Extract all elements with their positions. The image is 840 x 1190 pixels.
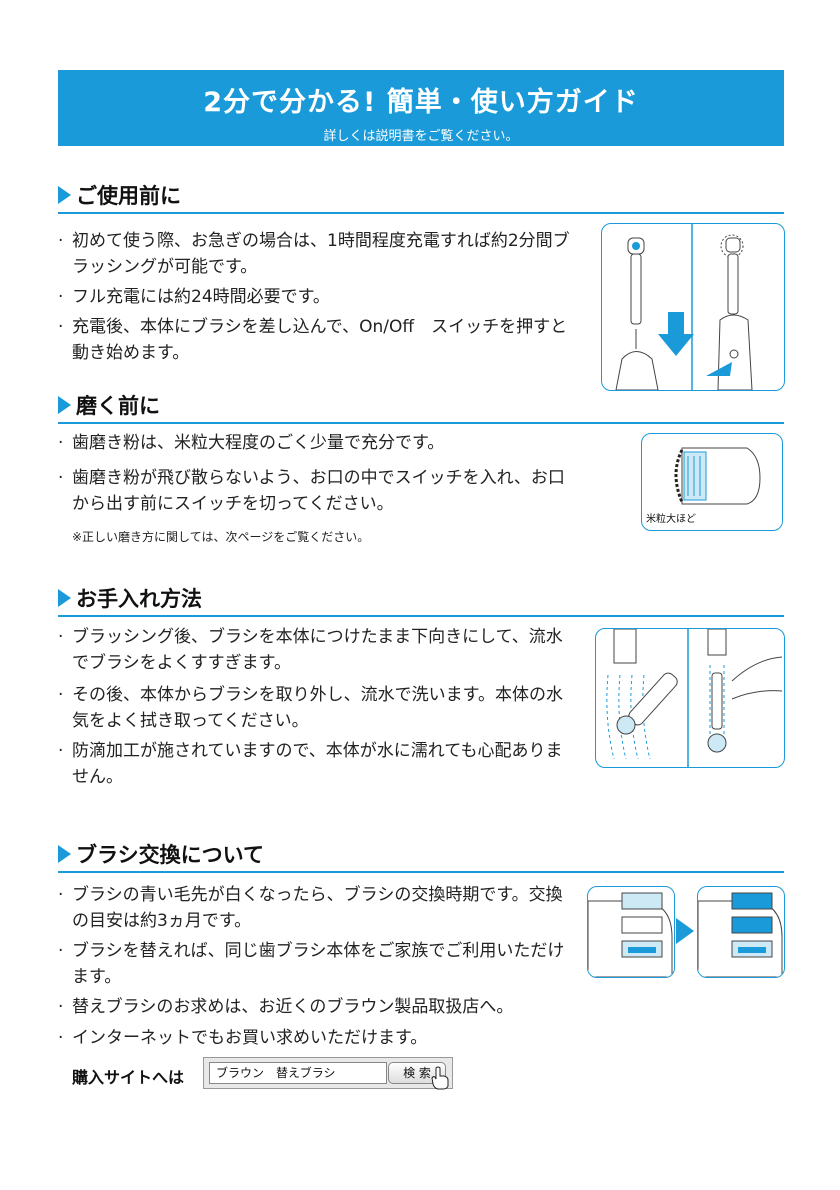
purchase-label: 購入サイトへは	[72, 1068, 185, 1087]
bullet-item: ·初めて使う際、お急ぎの場合は、1時間程度充電すれば約2分間ブラッシングが可能で…	[58, 231, 570, 277]
new-brush-illustration	[697, 886, 785, 978]
search-input[interactable]: ブラウン 替えブラシ	[209, 1062, 387, 1084]
bullet-item: ·ブラシの青い毛先が白くなったら、ブラシの交換時期です。交換の目安は約3ヵ月です…	[58, 885, 563, 931]
section-heading: ご使用前に	[76, 184, 181, 208]
guide-title: 2分で分かる! 簡単・使い方ガイド	[203, 87, 639, 118]
section-before-use: ご使用前に	[58, 180, 784, 214]
bullet-item: ·防滴加工が施されていますので、本体が水に濡れても心配ありません。	[58, 741, 563, 787]
search-button[interactable]: 検 索	[388, 1062, 446, 1084]
bullet-item: ·インターネットでもお買い求めいただけます。	[58, 1028, 428, 1048]
brushing-note: ※正しい磨き方に関しては、次ページをご覧ください。	[72, 530, 370, 544]
arrow-right-icon	[676, 918, 694, 944]
section-brush-replacement: ブラシ交換について	[58, 839, 784, 873]
triangle-marker-icon	[58, 186, 71, 204]
triangle-marker-icon	[58, 589, 71, 607]
toothpaste-amount-illustration: 米粒大ほど	[641, 433, 783, 531]
section-before-brushing: 磨く前に	[58, 390, 784, 424]
hand-cursor-icon	[431, 1066, 449, 1090]
triangle-marker-icon	[58, 845, 71, 863]
bullet-item: ·充電後、本体にブラシを差し込んで、On/Off スイッチを押すと動き始めます。	[58, 317, 568, 363]
bullet-item: ·歯磨き粉が飛び散らないよう、お口の中でスイッチを入れ、お口から出す前にスイッチ…	[58, 468, 565, 514]
bullet-item: ·ブラッシング後、ブラシを本体につけたまま下向きにして、流水でブラシをよくすすぎ…	[58, 627, 563, 673]
worn-brush-illustration	[587, 886, 675, 978]
bullet-item: ·その後、本体からブラシを取り外し、流水で洗います。本体の水気をよく拭き取ってく…	[58, 685, 563, 731]
section-heading: お手入れ方法	[76, 587, 202, 611]
bullet-item: ·替えブラシのお求めは、お近くのブラウン製品取扱店へ。	[58, 997, 514, 1017]
section-heading: 磨く前に	[76, 394, 160, 418]
search-bar: ブラウン 替えブラシ 検 索	[203, 1057, 453, 1089]
bullet-item: ·フル充電には約24時間必要です。	[58, 287, 330, 307]
triangle-marker-icon	[58, 396, 71, 414]
guide-banner: 2分で分かる! 簡単・使い方ガイド 詳しくは説明書をご覧ください。	[58, 70, 784, 146]
section-cleaning: お手入れ方法	[58, 583, 784, 617]
bullet-item: ·ブラシを替えれば、同じ歯ブラシ本体をご家族でご利用いただけます。	[58, 941, 565, 987]
toothpaste-figure-label: 米粒大ほど	[646, 514, 696, 525]
bullet-item: ·歯磨き粉は、米粒大程度のごく少量で充分です。	[58, 433, 445, 453]
rinsing-illustration	[595, 628, 785, 768]
section-heading: ブラシ交換について	[76, 843, 264, 867]
guide-subtitle: 詳しくは説明書をご覧ください。	[323, 129, 519, 144]
charging-illustration	[601, 223, 785, 391]
